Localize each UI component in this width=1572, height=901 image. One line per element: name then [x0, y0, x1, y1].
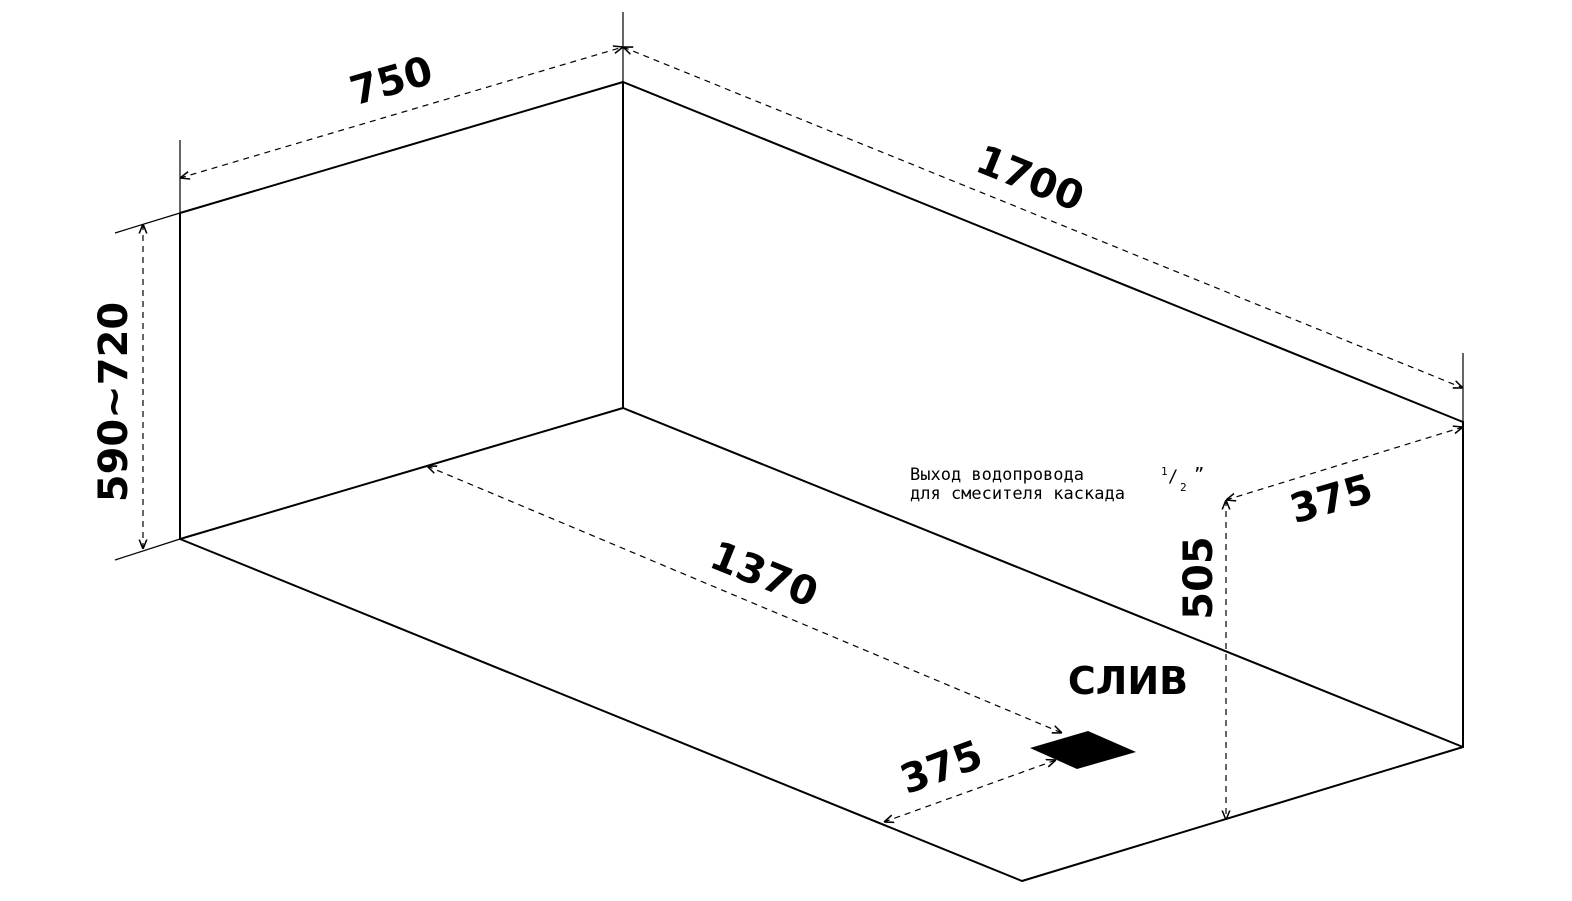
right-bottom-edge: [1021, 746, 1464, 882]
dim-length-label: 1700: [970, 137, 1090, 221]
ext-height-top: [114, 212, 181, 234]
dim-line-length: [623, 47, 1463, 388]
dim-outlet-offset-label: 375: [1285, 466, 1378, 533]
extension-lines: [114, 12, 1464, 561]
back-top-edge: [622, 81, 1464, 423]
left-panel-bottom-edge: [179, 407, 624, 540]
outlet-note-fraction-slash: /: [1168, 467, 1178, 487]
outlet-note-prefix: Выход водопровода: [910, 465, 1084, 485]
outlet-note: Выход водопровода 1 / 2 ” для смесителя …: [910, 465, 1204, 504]
drain-symbol: [1030, 731, 1136, 769]
outlet-note-line2: для смесителя каскада: [910, 484, 1125, 504]
drain-label: СЛИВ: [1068, 659, 1188, 703]
dim-width-label: 750: [345, 48, 438, 115]
ext-height-bottom: [114, 538, 181, 561]
outlet-note-inch-mark: ”: [1194, 465, 1204, 485]
outlet-note-fraction-denominator: 2: [1180, 481, 1187, 494]
outlet-note-fraction-numerator: 1: [1161, 465, 1168, 478]
dim-height-label: 590~720: [91, 302, 137, 503]
dim-line-inner-length: [427, 466, 1062, 733]
outlet-note-line1: Выход водопровода: [910, 465, 1084, 485]
front-bottom-edge: [179, 538, 1023, 882]
dim-outlet-height-label: 505: [1176, 536, 1222, 620]
dimension-lines: [143, 47, 1463, 822]
dim-drain-offset-label: 375: [894, 732, 988, 804]
dim-line-outlet-offset: [1226, 427, 1463, 500]
bathtub-outline: [179, 81, 1464, 882]
dim-line-drain-offset: [884, 760, 1056, 822]
dim-inner-length-label: 1370: [704, 533, 824, 617]
